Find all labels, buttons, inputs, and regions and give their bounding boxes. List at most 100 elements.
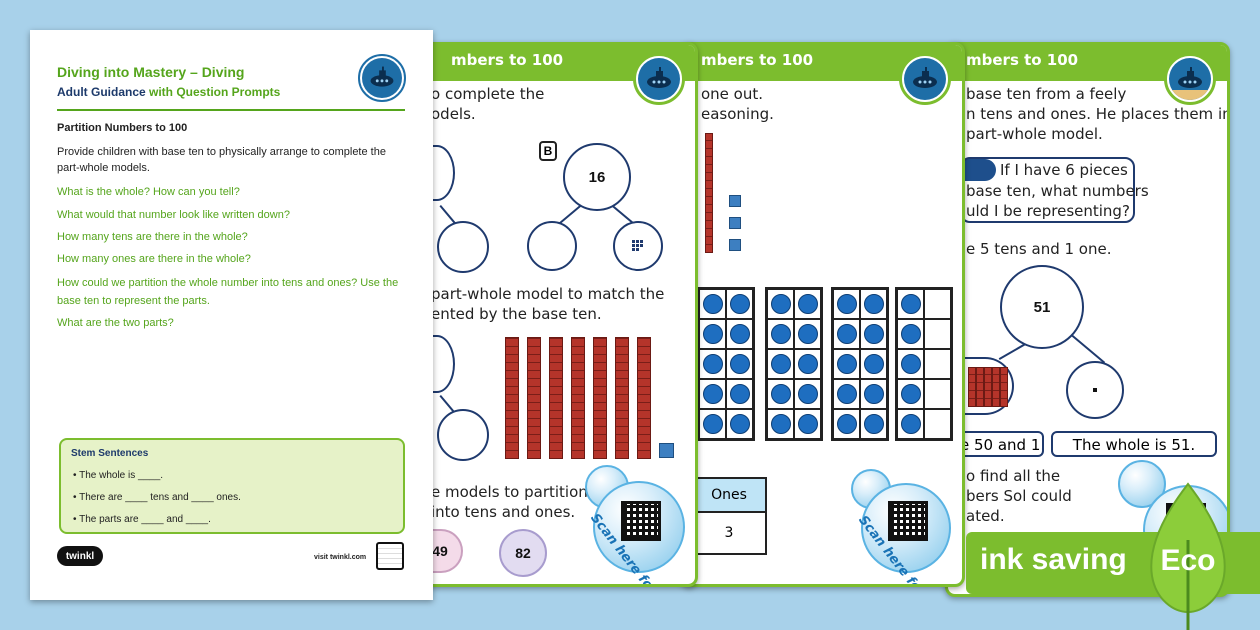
ten-frame-cell (924, 379, 951, 409)
whole-circle: 16 (563, 143, 631, 211)
ten-frame-cell (767, 289, 794, 319)
sheet-subtitle: Adult Guidance with Question Prompts (57, 85, 280, 99)
ten-frame-cell (924, 319, 951, 349)
ten-frame-cell (924, 409, 951, 439)
worksheet-card-3: mbers to 100 base ten from a feely n ten… (945, 42, 1230, 597)
counter-dot (702, 294, 723, 314)
card-header-title: mbers to 100 (966, 51, 1079, 69)
ten-frame-cell (897, 349, 924, 379)
card-header-title: mbers to 100 (451, 51, 564, 69)
ten-frame-cell (699, 409, 726, 439)
card-text: n tens and ones. He places them in (966, 105, 1230, 123)
counter-dot (797, 414, 818, 434)
ten-frame (895, 287, 953, 441)
speech-text: base ten, what numbers (966, 182, 1149, 200)
card-header-title: mbers to 100 (701, 51, 814, 69)
ten-frame (831, 287, 889, 441)
counter-dot (797, 294, 818, 314)
ten-frame-cell (767, 319, 794, 349)
ten-rod (593, 337, 607, 459)
counter-dot (863, 354, 884, 374)
worksheet-card-1: mbers to 100 o complete the odels. B 16 … (410, 42, 698, 587)
counter-dot (836, 324, 857, 344)
submarine-icon (370, 66, 394, 87)
ten-frame (765, 287, 823, 441)
speech-text: uld I be representing? (966, 202, 1130, 220)
card-text: one out. (701, 85, 764, 103)
submarine-badge (358, 54, 406, 102)
ten-frame-cell (924, 289, 951, 319)
ten-frame-cell (860, 319, 887, 349)
counter-dot (729, 414, 750, 434)
ten-frame-cell (897, 289, 924, 319)
prompt-item: How could we partition the whole number … (57, 277, 399, 307)
counter-dot (770, 354, 791, 374)
ten-frame-cell (860, 409, 887, 439)
ten-rod (505, 337, 519, 459)
answer-box: e 50 and 1. (956, 431, 1044, 457)
one-cube (729, 195, 741, 207)
subtitle-dark: Adult Guidance (57, 85, 146, 99)
prompt-item: What are the two parts? (57, 317, 174, 329)
ten-frame-cell (833, 409, 860, 439)
card-text: part-whole model. (966, 125, 1103, 143)
adult-guidance-sheet: Diving into Mastery – Diving Adult Guida… (30, 30, 433, 600)
ten-frame-cell (833, 319, 860, 349)
counter-dot (702, 414, 723, 434)
part-circle (1066, 361, 1124, 419)
ten-frame-cell (699, 319, 726, 349)
ones-dots-icon (632, 240, 643, 251)
stem-item: • The whole is ____. (73, 470, 164, 481)
counter-dot (863, 414, 884, 434)
ten-rod (705, 133, 713, 253)
counter-dot (900, 294, 921, 314)
ten-frame-cell (897, 379, 924, 409)
ten-frame-cell (726, 379, 753, 409)
counter-dot (770, 324, 791, 344)
counter-dot (729, 324, 750, 344)
one-cube (659, 443, 674, 458)
ten-frame-cell (726, 409, 753, 439)
ten-frame-cell (833, 289, 860, 319)
counter-dot (900, 324, 921, 344)
card-text: e 5 tens and 1 one. (966, 240, 1112, 258)
ten-rod (527, 337, 541, 459)
eco-badge-text: Eco (1160, 544, 1216, 577)
answer-box: The whole is 51. (1051, 431, 1217, 457)
counter-dot (797, 384, 818, 404)
ten-frame-cell (699, 349, 726, 379)
qr-code[interactable] (888, 501, 928, 541)
topic-heading: Partition Numbers to 100 (57, 122, 188, 134)
ten-frame-cell (699, 289, 726, 319)
ten-frame-cell (924, 349, 951, 379)
counter-dot (836, 414, 857, 434)
one-cube (729, 239, 741, 251)
card-text: odels. (431, 105, 476, 123)
ten-rod (615, 337, 629, 459)
card-text: e models to partition (431, 483, 588, 501)
counter-dot (729, 384, 750, 404)
card-text: bers Sol could (966, 487, 1072, 505)
submarine-icon (913, 67, 937, 88)
card-text: ated. (966, 507, 1005, 525)
ten-rod (1000, 367, 1008, 407)
part-whole-connector (1071, 335, 1106, 364)
card-text: o complete the (431, 85, 545, 103)
part-circle (437, 221, 489, 273)
twinkl-logo: twinkl (57, 546, 103, 566)
prompt-item: What would that number look like written… (57, 209, 290, 221)
ten-frame-cell (794, 349, 821, 379)
header-divider (57, 109, 405, 111)
eco-banner-text: ink saving (980, 543, 1127, 576)
footer-url[interactable]: visit twinkl.com (314, 554, 367, 561)
ten-frame-cell (699, 379, 726, 409)
counter-dot (863, 294, 884, 314)
counter-dot (863, 384, 884, 404)
ten-frame-cell (794, 379, 821, 409)
ten-rod (984, 367, 992, 407)
card-text: easoning. (701, 105, 774, 123)
counter-dot (729, 354, 750, 374)
qr-code[interactable] (621, 501, 661, 541)
ten-frame-cell (726, 319, 753, 349)
card-text: o find all the (966, 467, 1061, 485)
